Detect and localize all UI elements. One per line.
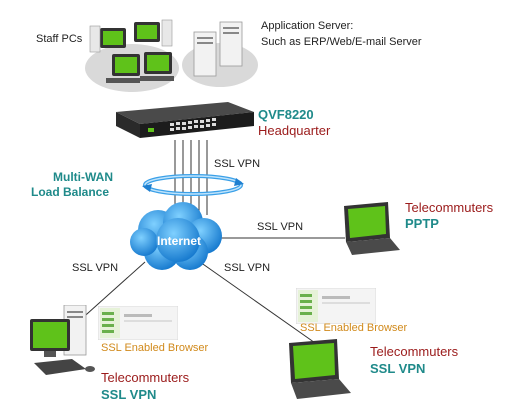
app-server-label-line2: Such as ERP/Web/E-mail Server [261,36,422,48]
browser-thumbnail-right [296,288,376,324]
ssl-vpn-left-label: SSL VPN [72,262,119,274]
qvf8220-device-icon [116,102,254,138]
multiwan-label-line1: Multi-WAN [53,170,113,184]
ssl-vpn-trunk-label: SSL VPN [214,158,261,170]
load-balance-ring-icon [142,174,244,196]
browser-left-label: SSL Enabled Browser [101,342,209,354]
internet-cloud-icon [130,202,222,270]
staff-pcs-icon [85,19,179,92]
browser-thumbnail-left [98,306,178,340]
ssl-vpn-right-label: SSL VPN [257,221,304,233]
ssl-vpn-bottom-label: SSL VPN [224,262,271,274]
device-location-label: Headquarter [258,123,331,138]
ssl-vpn-laptop-icon [289,339,351,399]
app-server-label-line1: Application Server: [261,20,354,32]
internet-label: Internet [157,234,202,248]
multiwan-label-line2: Load Balance [31,185,110,199]
line-to-left-pc [77,261,146,323]
right-telecommuter-title: Telecommuters [370,344,459,359]
right-telecommuter-protocol: SSL VPN [370,361,426,376]
line-to-right-laptop [199,261,319,346]
ssl-vpn-desktop-icon [30,305,95,375]
device-model-label: QVF8220 [258,107,314,122]
browser-right-label: SSL Enabled Browser [300,322,408,334]
application-server-icon [182,21,258,87]
pptp-telecommuter-protocol: PPTP [405,216,439,231]
pptp-telecommuter-title: Telecommuters [405,200,494,215]
left-telecommuter-title: Telecommuters [101,370,190,385]
pptp-laptop-icon [344,202,400,255]
left-telecommuter-protocol: SSL VPN [101,387,157,402]
staff-pcs-label: Staff PCs [36,33,83,45]
